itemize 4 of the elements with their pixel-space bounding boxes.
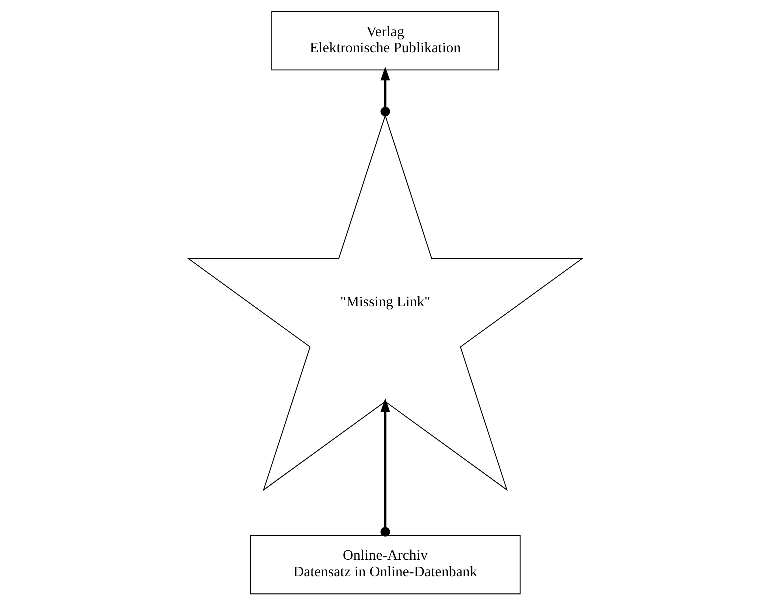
node-box: Online-Archiv Datensatz in Online-Datenbank (250, 535, 520, 595)
arrow (380, 66, 390, 117)
arrow (380, 398, 390, 537)
node-box: Verlag Elektronische Publikation (271, 11, 499, 71)
